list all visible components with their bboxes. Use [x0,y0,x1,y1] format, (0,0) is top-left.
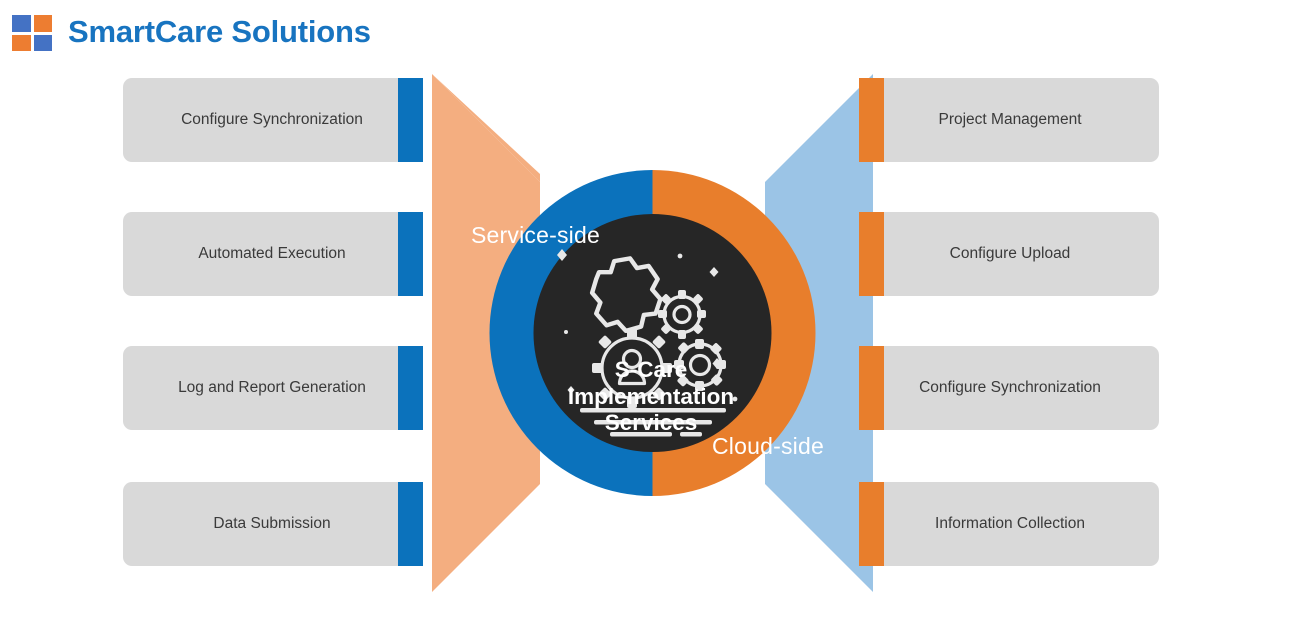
right-item-0[interactable]: Project Management [859,78,1159,162]
hub-inner-circle [533,214,772,452]
right-item-2[interactable]: Configure Synchronization [859,346,1159,430]
left-item-0-label: Configure Synchronization [181,111,363,129]
right-item-1-accent [859,212,884,296]
logo-tile-top-left [12,15,31,32]
right-item-1-label: Configure Upload [949,245,1071,263]
left-item-0-accent [398,78,423,162]
logo-tile-bottom-right [33,34,52,51]
diagram-canvas: Service-side Cloud-side S-Care Implement… [0,64,1305,632]
left-item-3-accent [398,482,423,566]
right-item-3-accent [859,482,884,566]
right-item-3[interactable]: Information Collection [859,482,1159,566]
right-item-0-accent [859,78,884,162]
left-item-3[interactable]: Data Submission [123,482,423,566]
right-item-1[interactable]: Configure Upload [859,212,1159,296]
right-item-0-label: Project Management [938,111,1082,129]
logo-tile-bottom-left [12,34,31,51]
left-item-2-accent [398,346,423,430]
right-item-3-label: Information Collection [935,515,1085,533]
smartcare-logo-icon [12,15,52,51]
left-item-0[interactable]: Configure Synchronization [123,78,423,162]
right-item-2-accent [859,346,884,430]
gear-teeth-right [674,339,726,391]
page-title: SmartCare Solutions [68,14,371,49]
sparkle-icons [557,249,738,402]
diagram-graphics [432,74,873,592]
left-item-1-label: Automated Execution [198,245,346,263]
app-header: SmartCare Solutions [0,0,371,64]
service-side-label: Service-side [471,222,600,248]
gear-teeth-top [658,290,706,339]
left-item-3-label: Data Submission [213,515,331,533]
right-arrow-shape [765,74,873,592]
cloud-side-label: Cloud-side [712,433,824,459]
gear-teeth-big [592,328,672,408]
left-item-1[interactable]: Automated Execution [123,212,423,296]
icon-base-lines [580,408,726,437]
left-arrow-taper-top [432,74,540,182]
person-head [621,348,643,370]
right-item-2-label: Configure Synchronization [919,379,1101,397]
left-item-2[interactable]: Log and Report Generation [123,346,423,430]
person-body [617,369,647,386]
left-item-2-label: Log and Report Generation [178,379,366,397]
logo-tile-top-right [33,15,52,32]
left-item-1-accent [398,212,423,296]
left-arrow-shape [432,74,540,592]
